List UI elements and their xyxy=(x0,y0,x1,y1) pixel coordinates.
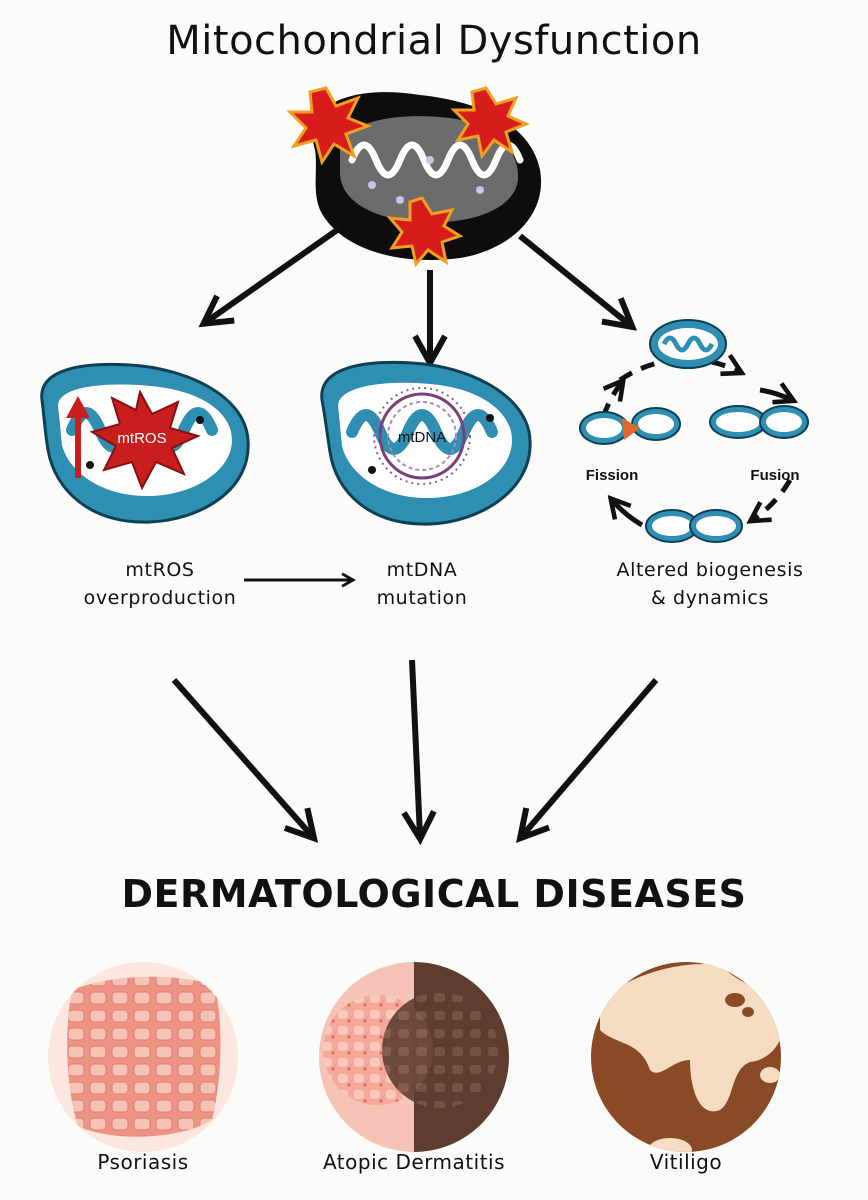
psoriasis-image xyxy=(48,962,238,1152)
mtros-badge: mtROS xyxy=(117,430,166,447)
mitochondrion-top-icon xyxy=(649,319,727,369)
arrow-to-mtros xyxy=(206,225,342,322)
atopic-dermatitis-label: Atopic Dermatitis xyxy=(322,1150,506,1174)
fused-mitochondria-icon xyxy=(645,509,743,543)
dna-ring-icon xyxy=(373,387,471,485)
dynamics-caption: Altered biogenesis & dynamics xyxy=(570,556,850,612)
mtdna-caption: mtDNA mutation xyxy=(332,556,512,612)
psoriasis-label: Psoriasis xyxy=(97,1150,189,1174)
fusion-label: Fusion xyxy=(750,467,799,484)
mtros-caption-line2: overproduction xyxy=(83,587,237,609)
arrow-to-dynamics xyxy=(518,233,630,325)
mtdna-badge: mtDNA xyxy=(398,429,446,446)
atopic-dermatitis-image xyxy=(319,962,509,1152)
stress-burst-icon xyxy=(286,86,530,268)
fusion-mitochondria-icon xyxy=(709,405,809,439)
dynamics-caption-line2: & dynamics xyxy=(651,587,769,609)
vitiligo-label: Vitiligo xyxy=(649,1150,723,1174)
mtros-caption: mtROS overproduction xyxy=(60,556,260,612)
mtdna-caption-line2: mutation xyxy=(376,587,468,609)
vitiligo-image xyxy=(591,962,781,1152)
fission-mitochondria-icon xyxy=(579,407,681,445)
diseases-heading: DERMATOLOGICAL DISEASES xyxy=(121,872,747,916)
arrow-mtdna-to-diseases xyxy=(412,659,420,836)
arrow-mtros-to-diseases xyxy=(171,678,312,836)
mtdna-caption-line1: mtDNA xyxy=(386,559,458,581)
diagram-title: Mitochondrial Dysfunction xyxy=(166,18,702,64)
arrow-dynamics-to-diseases xyxy=(522,678,659,836)
mtdna-mitochondrion-icon xyxy=(320,360,532,526)
mtros-caption-line1: mtROS xyxy=(125,559,195,581)
dynamics-caption-line1: Altered biogenesis xyxy=(616,559,804,581)
dynamics-cycle xyxy=(595,359,792,528)
mtros-burst-icon xyxy=(89,389,201,491)
fission-label: Fission xyxy=(586,467,639,484)
